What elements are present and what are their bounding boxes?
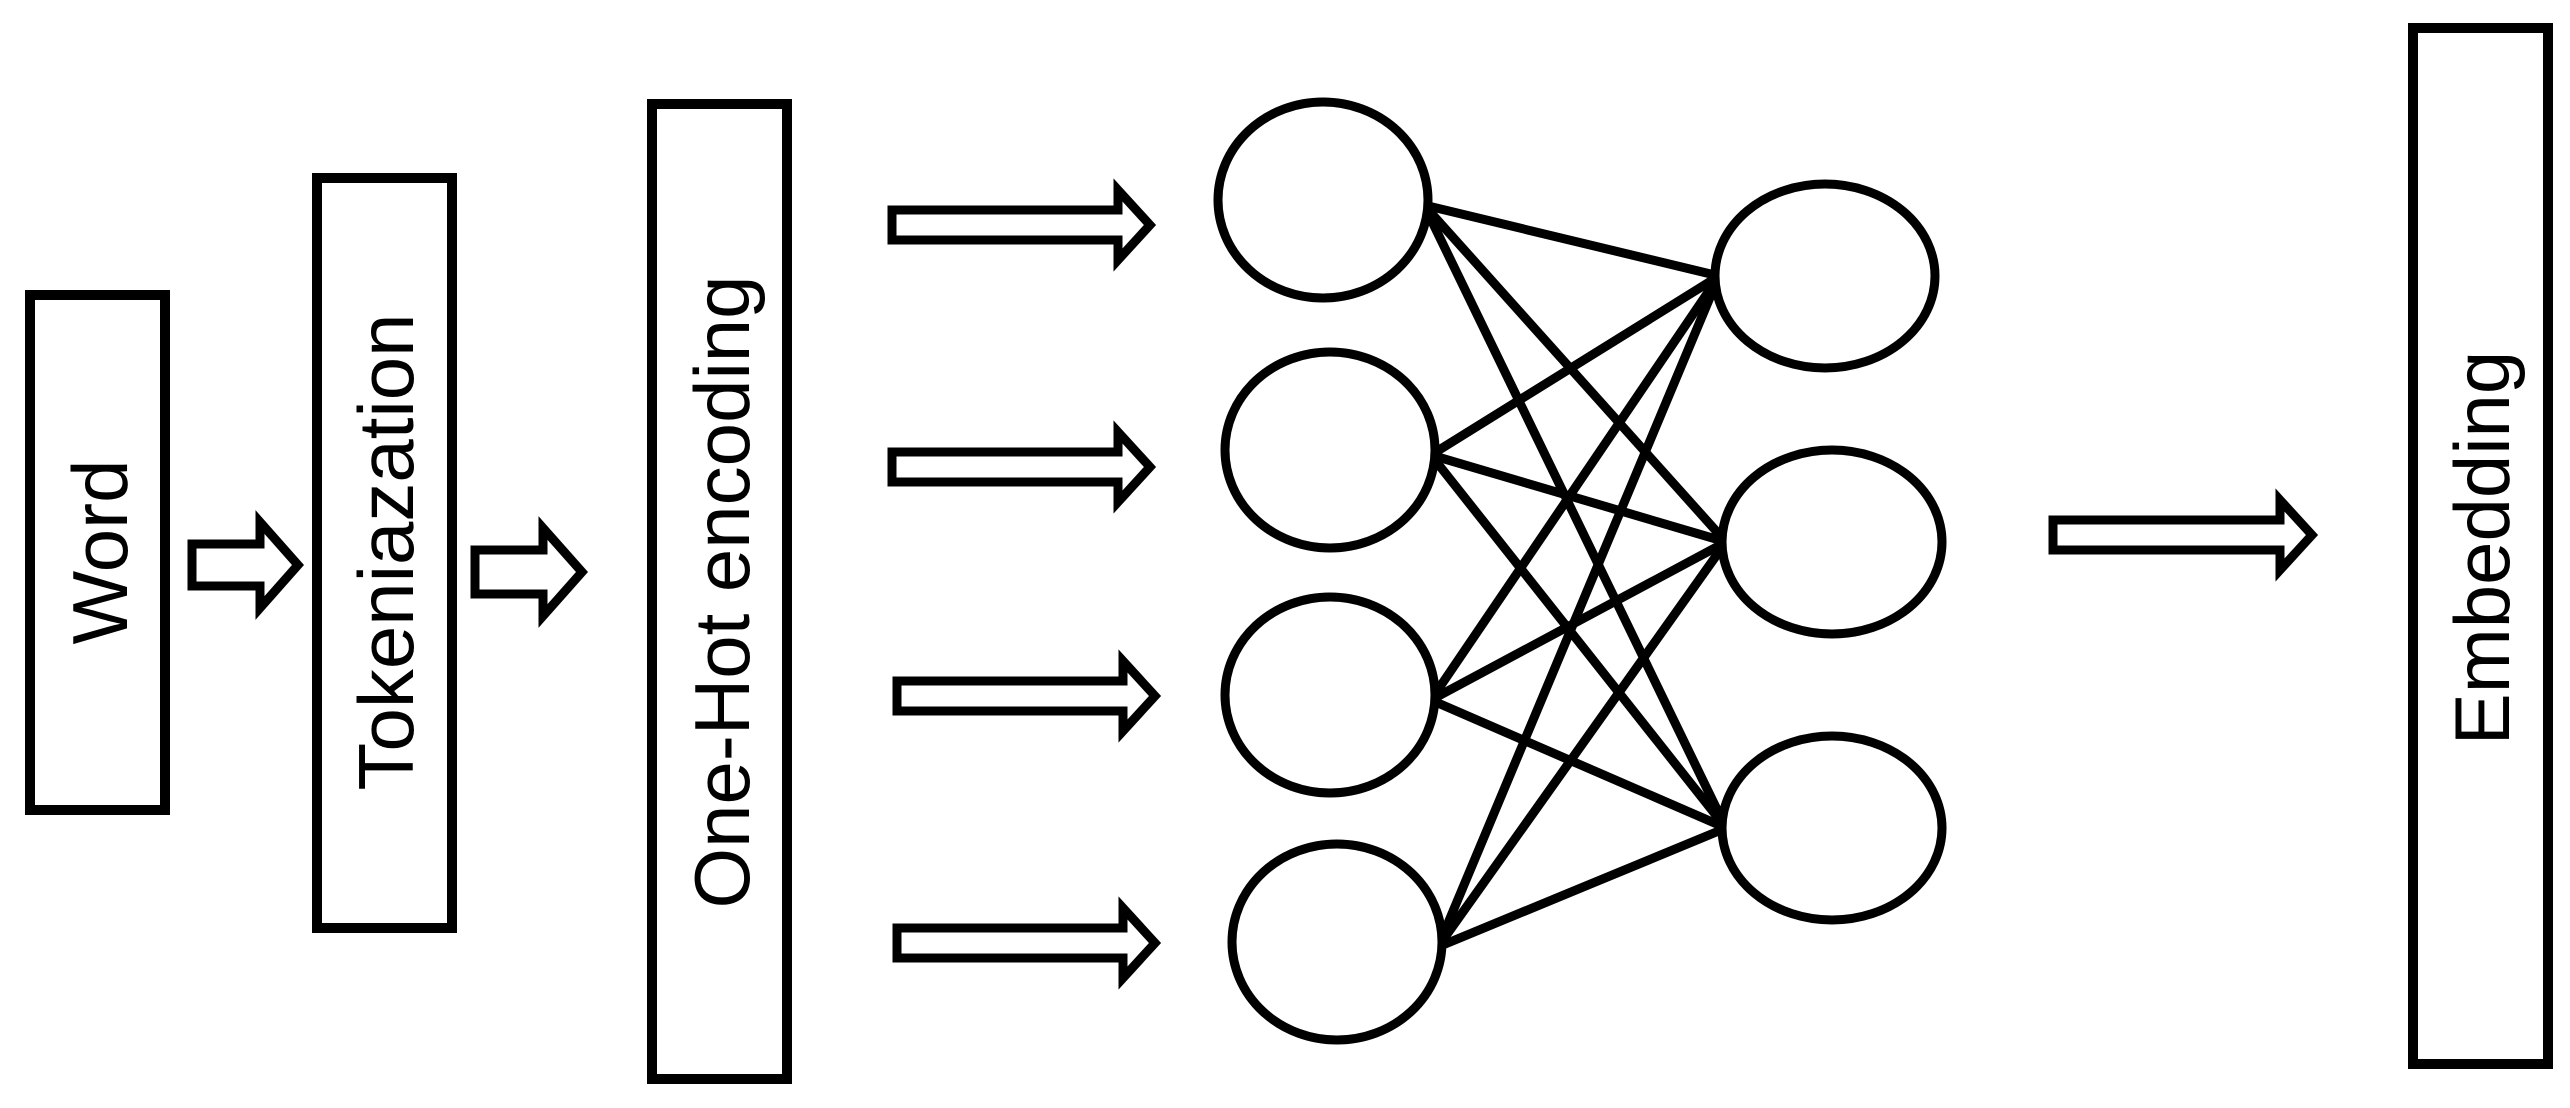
input-node-1 [1213, 97, 1433, 303]
stage-embedding: Embedding [2408, 23, 2553, 1069]
network-edges [1419, 200, 1731, 952]
tokenization-box [312, 173, 457, 933]
edge-in1-out3 [1419, 200, 1731, 833]
edge-in4-out2 [1433, 537, 1731, 952]
stage-one-hot: One-Hot encoding [647, 99, 792, 1084]
output-layer [1710, 179, 1947, 925]
embedding-label: Embedding [2438, 351, 2526, 746]
input-node-2 [1220, 347, 1440, 553]
arrow-input-4 [892, 896, 1162, 990]
edge-in4-out1 [1433, 271, 1724, 952]
arrows [187, 178, 2319, 990]
one-hot-box [647, 99, 792, 1084]
tokenization-label: Tokeniazation [342, 314, 430, 791]
one-hot-label: One-Hot encoding [678, 275, 766, 908]
input-node-3 [1220, 592, 1440, 798]
input-layer [1213, 97, 1447, 1045]
edge-in3-out3 [1426, 695, 1731, 833]
stage-word: Word [25, 290, 170, 815]
edge-in2-out3 [1426, 450, 1731, 833]
edge-in3-out1 [1426, 271, 1724, 705]
arrow-input-1 [887, 178, 1157, 272]
word-box [25, 290, 170, 815]
word-label: Word [56, 460, 144, 645]
output-node-2 [1717, 445, 1947, 639]
arrow-token-to-onehot [470, 516, 589, 628]
arrow-to-embedding [2048, 488, 2319, 582]
edge-in4-out3 [1433, 823, 1731, 952]
arrow-input-3 [892, 649, 1162, 743]
edge-in2-out2 [1426, 450, 1731, 547]
output-node-3 [1717, 731, 1947, 925]
stage-tokenization: Tokeniazation [312, 173, 457, 933]
arrow-input-2 [887, 420, 1157, 514]
input-node-4 [1227, 839, 1447, 1045]
edge-in2-out1 [1426, 271, 1724, 460]
edge-in1-out2 [1419, 200, 1731, 547]
edge-in1-out1 [1419, 200, 1724, 281]
output-node-1 [1710, 179, 1940, 373]
arrow-word-to-token [187, 510, 305, 620]
embedding-box [2408, 23, 2553, 1069]
